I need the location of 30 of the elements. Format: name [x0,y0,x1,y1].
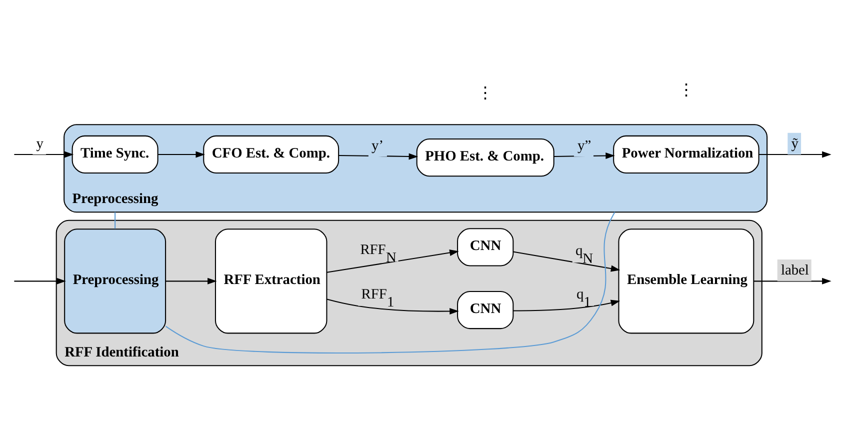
node-box: CFO Est. & Comp. [202,134,339,174]
connector [114,212,116,228]
edge-label: y” [577,138,591,154]
arrow [158,150,204,158]
arrow [326,249,458,272]
connector [164,211,615,353]
arrow [326,298,458,314]
node-box: Time Sync. [71,134,158,174]
node-box: CNN [456,228,514,266]
edge-label: y’ [371,138,384,154]
arrow [553,152,614,158]
arrow [165,277,216,284]
edge-label: label [780,262,808,278]
node-box: PHO Est. & Comp. [416,138,554,176]
arrow [753,277,831,284]
arrow [512,250,620,272]
edge-label: ỹ [790,136,798,152]
label: ⋮ [476,83,493,102]
arrow [14,150,74,158]
node-box: RFF Extraction [214,228,327,334]
label: ⋮ [677,80,694,100]
edge-label: y [36,136,43,152]
node-box: CNN [456,290,514,329]
node-box: Power Normalization [612,134,759,174]
arrow [512,299,620,311]
node-box: Ensemble Learning [618,228,754,334]
node-box: Preprocessing [64,228,166,334]
arrow [338,152,418,160]
arrow [14,277,66,284]
arrow [758,150,831,158]
